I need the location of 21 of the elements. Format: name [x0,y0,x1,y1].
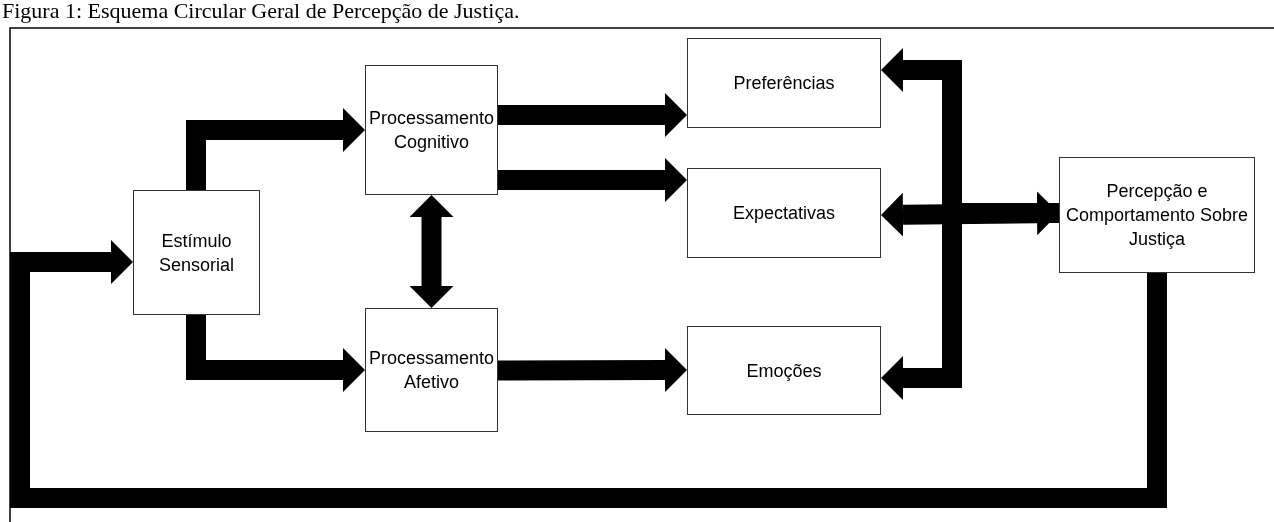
box-label: Expectativas [732,202,836,225]
arrow [186,315,365,392]
arrow [10,240,1167,508]
process-box [687,168,881,258]
arrow [409,195,454,308]
process-box [687,38,881,128]
process-box [365,308,498,432]
box-label: Percepção e Comportamento Sobre Justiça [1064,180,1250,251]
process-box [1059,157,1255,273]
arrow [498,158,687,202]
process-box [687,326,881,415]
arrow [497,348,687,393]
box-label: Emoções [746,359,822,383]
box-label: Preferências [733,72,835,95]
box-label: Estímulo Sensorial [157,229,235,277]
process-box [365,65,498,195]
box-label: Processamento Cognitivo [367,107,496,154]
box-label: Processamento Afetivo [367,347,496,394]
figure-title: Figura 1: Esquema Circular Geral de Percepção de Justiça. [2,0,520,24]
process-box [133,190,260,315]
arrow [498,93,687,137]
